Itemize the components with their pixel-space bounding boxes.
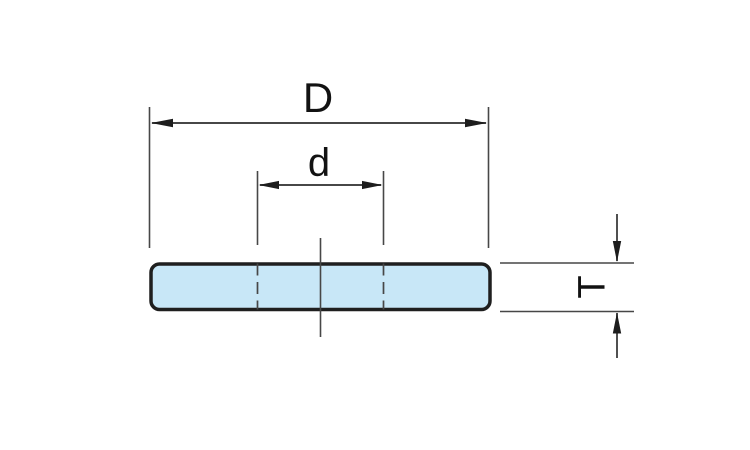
arrowhead-up-icon	[612, 312, 622, 334]
thickness-dimension: T	[500, 214, 634, 358]
inner-diameter-label: d	[308, 141, 330, 185]
arrowhead-left-icon	[258, 180, 279, 190]
outer-diameter-label: D	[303, 74, 333, 121]
outer-diameter-dimension: D	[148, 74, 490, 248]
arrowhead-left-icon	[151, 118, 173, 128]
arrowhead-right-icon	[362, 180, 383, 190]
inner-diameter-dimension: d	[256, 141, 385, 245]
thickness-label: T	[572, 275, 614, 298]
arrowhead-down-icon	[612, 241, 622, 262]
arrowhead-right-icon	[465, 118, 487, 128]
